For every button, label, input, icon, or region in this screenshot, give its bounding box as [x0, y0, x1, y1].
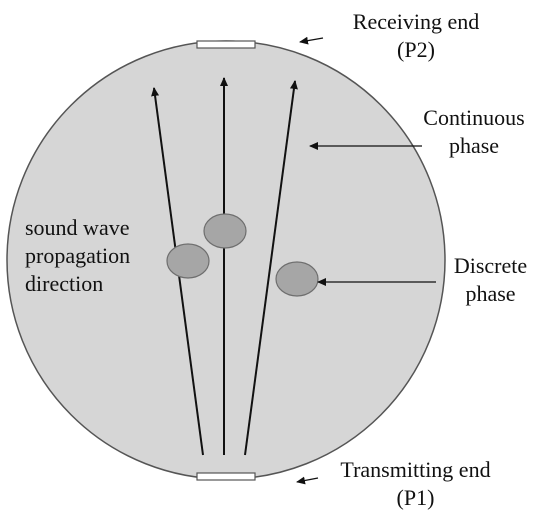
transmitting-transducer [196, 472, 256, 481]
transmitting-end-line2: (P1) [396, 485, 435, 510]
bubble-upper [203, 213, 247, 249]
bubble-right [275, 261, 319, 297]
transmitting-end-pointer [296, 476, 319, 485]
sound-wave-line2: propagation [25, 243, 131, 268]
discrete-phase-line1: Discrete [453, 253, 528, 278]
discrete-phase-label: Discrete phase [433, 252, 548, 308]
receiving-end-pointer [299, 36, 324, 45]
continuous-phase-line1: Continuous [423, 105, 525, 130]
sound-wave-line1: sound wave [25, 215, 130, 240]
continuous-phase-label: Continuous phase [404, 104, 544, 160]
receiving-end-label: Receiving end (P2) [330, 8, 502, 64]
sound-wave-label: sound wave propagation direction [25, 214, 175, 298]
continuous-phase-line2: phase [448, 133, 500, 158]
sound-wave-line3: direction [25, 271, 104, 296]
bubble-left [166, 243, 210, 279]
transmitting-end-line1: Transmitting end [340, 457, 491, 482]
receiving-end-line2: (P2) [397, 37, 435, 62]
receiving-end-line1: Receiving end [352, 9, 480, 34]
discrete-phase-line2: phase [465, 281, 516, 306]
receiving-transducer [196, 40, 256, 49]
transmitting-end-label: Transmitting end (P1) [318, 456, 513, 512]
sound-wave-arrow-right [244, 80, 298, 456]
